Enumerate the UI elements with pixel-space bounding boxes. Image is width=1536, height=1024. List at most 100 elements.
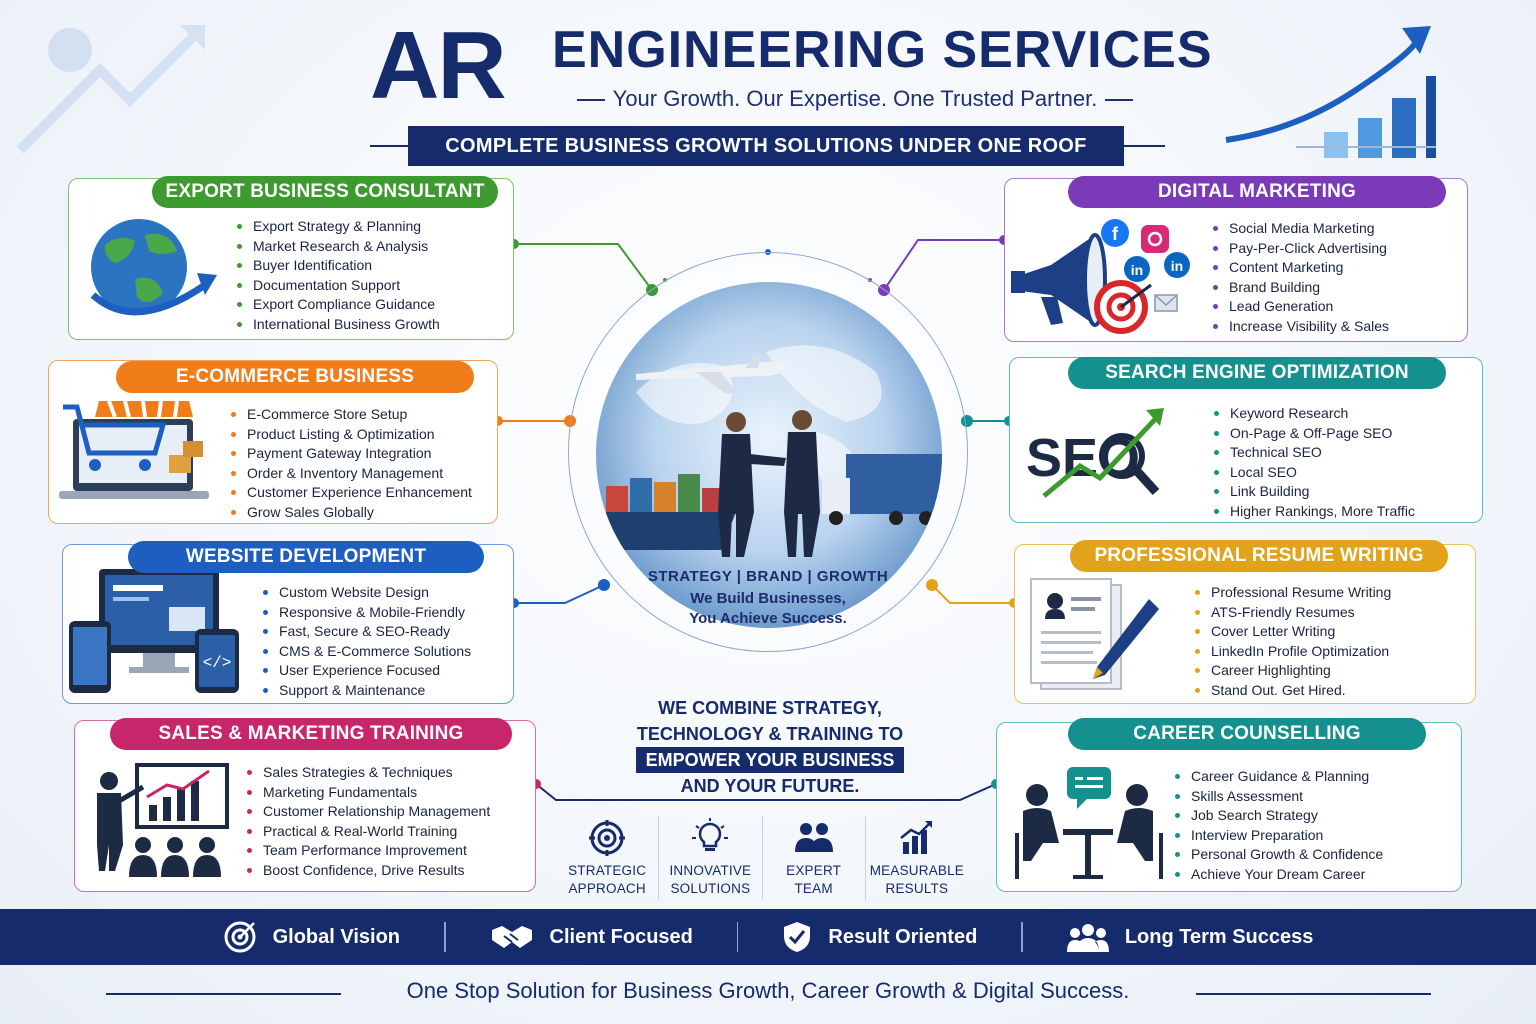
combine-line4: AND YOUR FUTURE.: [680, 776, 860, 796]
card-list-item: LinkedIn Profile Optimization: [1193, 642, 1391, 662]
card-list-item: Lead Generation: [1211, 297, 1389, 317]
team-icon: [794, 823, 833, 852]
card-list-item: E-Commerce Store Setup: [229, 405, 472, 425]
card-title-digital-marketing: DIGITAL MARKETING: [1068, 176, 1446, 208]
card-list-item: Social Media Marketing: [1211, 219, 1389, 239]
handshake-icon: [491, 926, 532, 948]
card-list-item: Product Listing & Optimization: [229, 425, 472, 445]
bar-chart-icon: [900, 821, 932, 854]
card-list-item: Increase Visibility & Sales: [1211, 317, 1389, 337]
footer-rule-right: [1196, 993, 1431, 995]
presentation-icon: [97, 763, 229, 877]
footer-divider: [1021, 922, 1023, 952]
decorative-arrow-icon: [16, 25, 205, 154]
card-title-seo: SEARCH ENGINE OPTIMIZATION: [1068, 357, 1446, 389]
center-ring: [568, 252, 968, 652]
card-list-item: Career Guidance & Planning: [1173, 767, 1383, 787]
card-title-career: CAREER COUNSELLING: [1068, 718, 1426, 750]
svg-text:f: f: [1112, 224, 1119, 244]
card-list-item: Brand Building: [1211, 278, 1389, 298]
logo-ar: AR: [370, 12, 507, 119]
devices-icon: </>: [69, 569, 239, 693]
seo-magnifier-icon: SEO: [1026, 408, 1164, 498]
card-list-item: Technical SEO: [1212, 443, 1415, 463]
card-list-item: Marketing Fundamentals: [245, 783, 490, 803]
card-career-counselling: Career Guidance & Planning Skills Assess…: [996, 722, 1462, 892]
footer-tagline: One Stop Solution for Business Growth, C…: [406, 978, 1130, 1003]
card-list-item: Sales Strategies & Techniques: [245, 763, 490, 783]
card-list-item: Career Highlighting: [1193, 661, 1391, 681]
card-list-item: Interview Preparation: [1173, 826, 1383, 846]
card-list-item: Team Performance Improvement: [245, 841, 490, 861]
card-title-sales: SALES & MARKETING TRAINING: [110, 718, 512, 750]
card-list-item: Payment Gateway Integration: [229, 444, 472, 464]
target-icon: [224, 921, 256, 953]
center-caption-line2: We Build Businesses,: [690, 590, 846, 607]
card-list-item: Professional Resume Writing: [1193, 583, 1391, 603]
card-list-item: Job Search Strategy: [1173, 806, 1383, 826]
combine-line1: WE COMBINE STRATEGY,: [658, 698, 882, 718]
combine-line3-highlight: EMPOWER YOUR BUSINESS: [635, 747, 905, 773]
group-icon: [1066, 924, 1109, 952]
card-list-item: Custom Website Design: [261, 583, 471, 603]
card-title-resume: PROFESSIONAL RESUME WRITING: [1070, 540, 1448, 572]
card-list-item: Export Compliance Guidance: [235, 295, 440, 315]
svg-text:in: in: [1171, 258, 1183, 274]
card-list-item: Fast, Secure & SEO-Ready: [261, 622, 471, 642]
footer-item-long-term-success: Long Term Success: [1023, 922, 1358, 952]
card-list-item: Higher Rankings, More Traffic: [1212, 502, 1415, 522]
shopping-cart-store-icon: [59, 400, 209, 499]
footer-rule-left: [106, 993, 341, 995]
card-list-item: CMS & E-Commerce Solutions: [261, 642, 471, 662]
card-list-item: ATS-Friendly Resumes: [1193, 603, 1391, 623]
growth-chart-icon: [1225, 26, 1436, 158]
handshake-businessmen-icon: [718, 410, 820, 557]
resume-pen-icon: [1030, 578, 1159, 690]
card-list-item: Customer Relationship Management: [245, 802, 490, 822]
footer-item-result-oriented: Result Oriented: [738, 920, 1021, 954]
footer-item-global-vision: Global Vision: [179, 920, 444, 954]
card-ecommerce: E-Commerce Store Setup Product Listing &…: [48, 360, 498, 524]
footer-divider: [736, 922, 739, 952]
card-list-item: International Business Growth: [235, 315, 440, 335]
card-list-item: Export Strategy & Planning: [235, 217, 440, 237]
card-title-export: EXPORT BUSINESS CONSULTANT: [152, 176, 498, 208]
card-list-item: Skills Assessment: [1173, 787, 1383, 807]
card-title-website: WEBSITE DEVELOPMENT: [128, 541, 484, 573]
card-list-item: Achieve Your Dream Career: [1173, 865, 1383, 885]
center-caption-line1: STRATEGY | BRAND | GROWTH: [647, 568, 889, 585]
footer-values-bar: Global Vision Client Focused Result Orie…: [0, 909, 1536, 965]
svg-text:</>: </>: [203, 654, 232, 672]
card-list-item: Cover Letter Writing: [1193, 622, 1391, 642]
truck-icon: [822, 454, 942, 525]
center-caption: STRATEGY | BRAND | GROWTH We Build Busin…: [620, 568, 916, 629]
card-list-item: User Experience Focused: [261, 661, 471, 681]
combine-statement: WE COMBINE STRATEGY, TECHNOLOGY & TRAINI…: [620, 695, 920, 799]
card-list-item: Grow Sales Globally: [229, 503, 472, 523]
card-list-item: Documentation Support: [235, 276, 440, 296]
lightbulb-icon: [692, 818, 729, 851]
cargo-ship-icon: [596, 474, 736, 550]
card-list-item: Boost Confidence, Drive Results: [245, 861, 490, 881]
combine-line2: TECHNOLOGY & TRAINING TO: [636, 724, 904, 744]
card-title-ecommerce: E-COMMERCE BUSINESS: [116, 361, 474, 393]
card-list-item: Market Research & Analysis: [235, 237, 440, 257]
card-list-item: Customer Experience Enhancement: [229, 483, 472, 503]
card-list-item: On-Page & Off-Page SEO: [1212, 424, 1415, 444]
card-list-item: Order & Inventory Management: [229, 464, 472, 484]
card-list-item: Support & Maintenance: [261, 681, 471, 701]
target-icon: [589, 820, 626, 856]
card-list-item: Keyword Research: [1212, 404, 1415, 424]
card-list-item: Responsive & Mobile-Friendly: [261, 603, 471, 623]
svg-text:in: in: [1131, 262, 1143, 278]
footer-divider: [444, 922, 446, 952]
globe-arrow-icon: [90, 219, 217, 316]
header-banner: COMPLETE BUSINESS GROWTH SOLUTIONS UNDER…: [408, 126, 1124, 166]
card-list-item: Practical & Real-World Training: [245, 822, 490, 842]
logo-company-name: ENGINEERING SERVICES: [552, 21, 1213, 79]
